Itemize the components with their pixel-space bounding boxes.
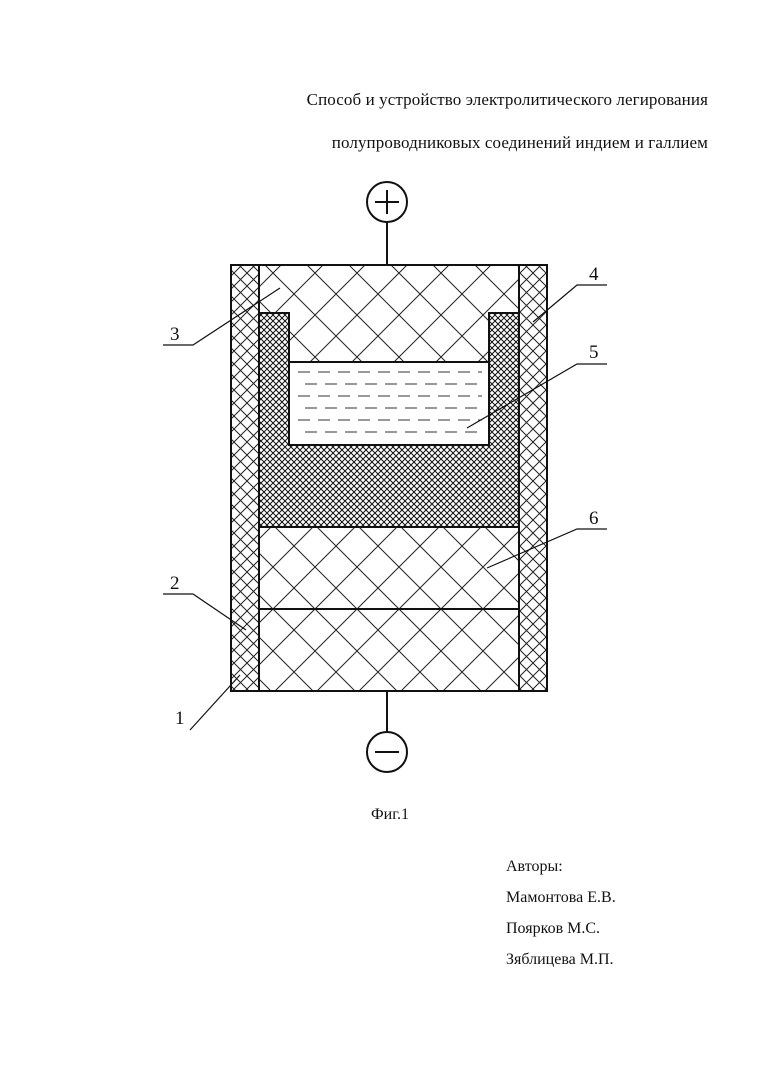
positive-terminal	[366, 181, 408, 265]
label-1: 1	[175, 708, 185, 729]
figure-caption: Фиг.1	[371, 806, 409, 823]
top-electrode	[258, 264, 520, 363]
label-6: 6	[589, 508, 599, 529]
label-5: 5	[589, 342, 599, 363]
outer-wall-right	[518, 264, 548, 692]
author-name: Зяблицева М.П.	[506, 951, 614, 968]
title-line-2: полупроводниковых соединений индием и га…	[331, 133, 708, 152]
leader-lines	[163, 284, 607, 731]
bottom-electrode	[258, 608, 520, 692]
author-name: Поярков М.С.	[506, 920, 601, 937]
authors-heading: Авторы:	[506, 858, 563, 875]
author-name: Мамонтова Е.В.	[506, 889, 616, 906]
electrolyte-liquid	[288, 361, 490, 446]
label-2: 2	[170, 573, 180, 594]
negative-terminal	[366, 691, 408, 773]
label-3: 3	[170, 324, 180, 345]
title-line-1: Способ и устройство электролитического л…	[306, 90, 708, 109]
semiconductor-layer	[258, 526, 520, 610]
outer-wall-left	[230, 264, 260, 692]
label-4: 4	[589, 264, 599, 285]
